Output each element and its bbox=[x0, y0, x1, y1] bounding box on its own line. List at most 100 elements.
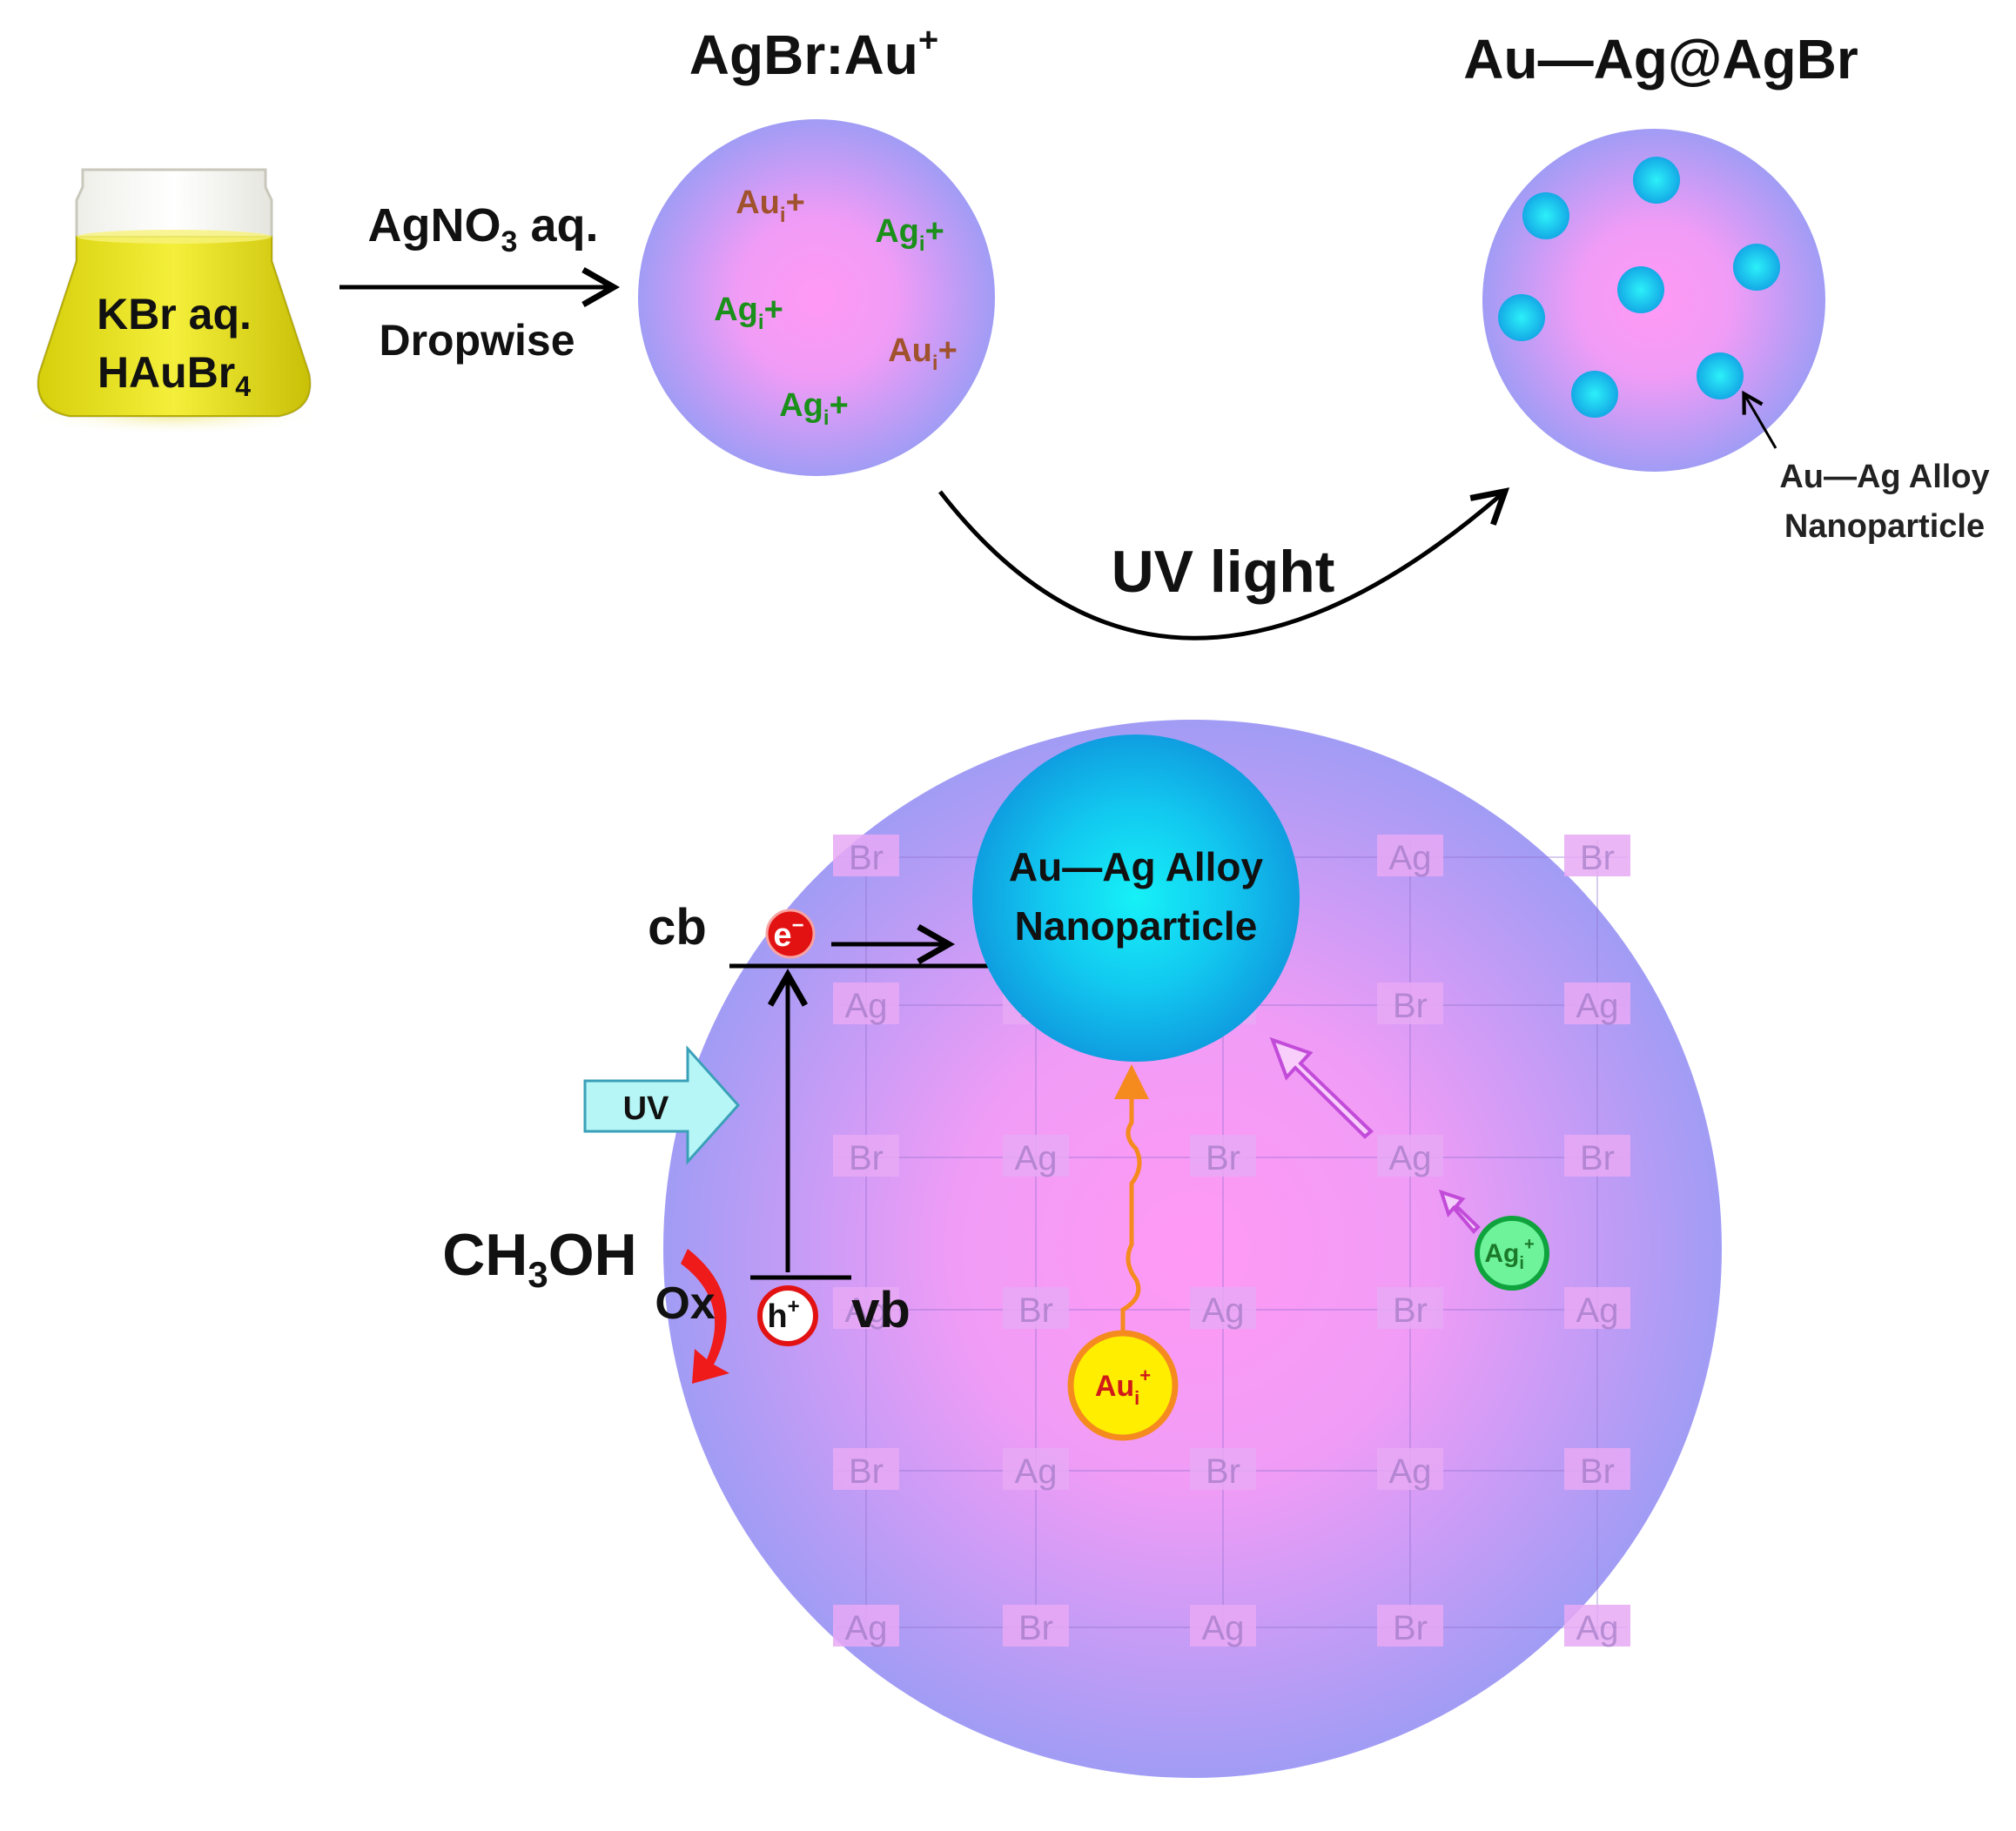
lattice-atom-label: Br bbox=[1393, 1291, 1428, 1330]
flask-label-line2: HAuBr4 bbox=[97, 348, 251, 402]
hole-label: h+ bbox=[767, 1295, 799, 1335]
mechanism-sphere bbox=[663, 720, 1722, 1778]
lattice-atom-label: Ag bbox=[1576, 1291, 1619, 1330]
alloy-dot bbox=[1697, 352, 1744, 399]
alloy-dot bbox=[1733, 244, 1780, 291]
electron bbox=[765, 909, 816, 959]
lattice-atom-label: Ag bbox=[1015, 1139, 1058, 1177]
lattice-label-bg bbox=[1190, 1448, 1256, 1490]
particle-au-ag-agbr: Au—Ag@AgBr Au—Ag Alloy Nanoparticle bbox=[1463, 28, 1989, 545]
lattice-atom-label: Br bbox=[1393, 987, 1428, 1025]
alloy-nanoparticle bbox=[972, 734, 1300, 1062]
particle1-title: AgBr:Au+ bbox=[689, 21, 938, 86]
lattice-atom-label: Br bbox=[849, 1139, 884, 1177]
flask: KBr aq. HAuBr4 bbox=[22, 168, 326, 435]
lattice-label-bg bbox=[1190, 1605, 1256, 1647]
au-ion bbox=[1067, 1330, 1179, 1441]
lattice-atom-label: Br bbox=[1580, 1452, 1615, 1491]
lattice-label-bg bbox=[1377, 1448, 1443, 1490]
particle1-ion-label: Aui+ bbox=[736, 184, 805, 227]
lattice-label-bg bbox=[833, 1448, 899, 1490]
lattice-atom-label: Br bbox=[1018, 1609, 1053, 1647]
lattice-label-bg bbox=[1564, 983, 1630, 1024]
alloy-dot bbox=[1522, 192, 1569, 239]
lattice-label-bg bbox=[1003, 1605, 1069, 1647]
particle1-ion-label: Agi+ bbox=[779, 387, 849, 430]
alloy-dot bbox=[1633, 157, 1680, 204]
lattice-atom-label: Br bbox=[1206, 1139, 1240, 1177]
particle2-annotation-arrow bbox=[1742, 390, 1777, 449]
lattice-label-bg bbox=[833, 1135, 899, 1177]
lattice-label-bg bbox=[1190, 1135, 1256, 1177]
lattice-label-bg bbox=[1377, 835, 1443, 876]
particle1-sphere bbox=[638, 119, 995, 476]
lattice-label-bg bbox=[1190, 1287, 1256, 1329]
lattice-atom-label: Ag bbox=[845, 1609, 888, 1647]
uv-block-arrow bbox=[583, 1045, 741, 1165]
oxidation-curved-arrow bbox=[681, 1249, 729, 1384]
lattice-label-bg bbox=[833, 983, 899, 1024]
ag-migration-arrow-small bbox=[1438, 1189, 1481, 1234]
lattice-atom-label: Br bbox=[1393, 1609, 1428, 1647]
lattice-atom-label: Ag bbox=[1389, 1139, 1432, 1177]
lattice-atom-label: Br bbox=[1580, 839, 1615, 877]
lattice-label-bg bbox=[1003, 1135, 1069, 1177]
ag-ion bbox=[1475, 1216, 1549, 1291]
lattice-label-bg bbox=[1564, 1135, 1630, 1177]
flask-label-line1: KBr aq. bbox=[97, 290, 252, 339]
lattice-atom-label: Ag bbox=[1389, 1452, 1432, 1491]
au-ion-migration-path bbox=[1114, 1064, 1149, 1334]
vb-label: vb bbox=[851, 1282, 911, 1338]
particle2-title: Au—Ag@AgBr bbox=[1463, 28, 1858, 91]
particle1-ion-label: Aui+ bbox=[888, 332, 958, 375]
alloy-nanoparticle-line1: Au—Ag Alloy bbox=[1009, 844, 1264, 889]
particle2-annotation-line1: Au—Ag Alloy bbox=[1779, 459, 1989, 495]
lattice-atom-label: Ag bbox=[1576, 1609, 1619, 1647]
lattice-label-bg bbox=[1564, 1448, 1630, 1490]
lattice-label-bg bbox=[833, 1605, 899, 1647]
flask-liquid-surface bbox=[77, 230, 272, 244]
lattice-atom-label: Ag bbox=[1015, 1452, 1058, 1491]
alloy-nanoparticle-line2: Nanoparticle bbox=[1015, 903, 1258, 949]
cb-label: cb bbox=[648, 899, 707, 956]
alloy-dot bbox=[1617, 266, 1664, 313]
lattice-atom-label: Ag bbox=[845, 1291, 888, 1330]
lattice-atom-label: Br bbox=[849, 1452, 884, 1491]
lattice-atom-label: Ag bbox=[1202, 1291, 1245, 1330]
lattice-atom-label: Ag bbox=[1576, 987, 1619, 1025]
lattice-label-bg bbox=[1564, 835, 1630, 876]
hole bbox=[757, 1285, 818, 1346]
lattice-label-bg bbox=[833, 835, 899, 876]
lattice-label-bg bbox=[1377, 983, 1443, 1024]
lattice-label-bg bbox=[1564, 1605, 1630, 1647]
alloy-dot bbox=[1571, 371, 1618, 418]
particle2-alloy-dots bbox=[1498, 157, 1780, 418]
ag-migration-arrow-large bbox=[1269, 1036, 1374, 1139]
lattice-atom-label: Br bbox=[849, 839, 884, 877]
particle1-ion-label: Agi+ bbox=[714, 292, 783, 334]
uv-arrow-label: UV bbox=[623, 1090, 669, 1127]
ox-label: Ox bbox=[655, 1278, 715, 1329]
uv-light-label: UV light bbox=[1112, 539, 1335, 605]
lattice-label-bg bbox=[1377, 1605, 1443, 1647]
step1-reaction-arrow: AgNO3 aq. Dropwise bbox=[339, 199, 621, 365]
electron-label: e− bbox=[773, 914, 803, 954]
alloy-dot bbox=[1498, 294, 1545, 341]
lattice-label-bg bbox=[1564, 1287, 1630, 1329]
step2-reaction-arrow: UV light bbox=[938, 487, 1510, 641]
lattice-label-bg bbox=[1003, 1287, 1069, 1329]
lattice-atom-label: Ag bbox=[845, 987, 888, 1025]
lattice-label-bg bbox=[1003, 1448, 1069, 1490]
particle-agbr-au: AgBr:Au+ Aui+ Agi+ Agi+ Aui+ Agi+ bbox=[638, 21, 995, 476]
flask-liquid bbox=[37, 236, 311, 417]
particle1-ion-label: Agi+ bbox=[875, 213, 944, 256]
particle1-ions: Aui+ Agi+ Agi+ Aui+ Agi+ bbox=[714, 184, 958, 430]
lattice-label-bg bbox=[833, 1287, 899, 1329]
method-label: Dropwise bbox=[379, 316, 575, 365]
uv-arc-arrow bbox=[938, 487, 1510, 641]
lattice-atom-label: Br bbox=[1018, 1291, 1053, 1330]
particle2-annotation-line2: Nanoparticle bbox=[1784, 508, 1985, 545]
